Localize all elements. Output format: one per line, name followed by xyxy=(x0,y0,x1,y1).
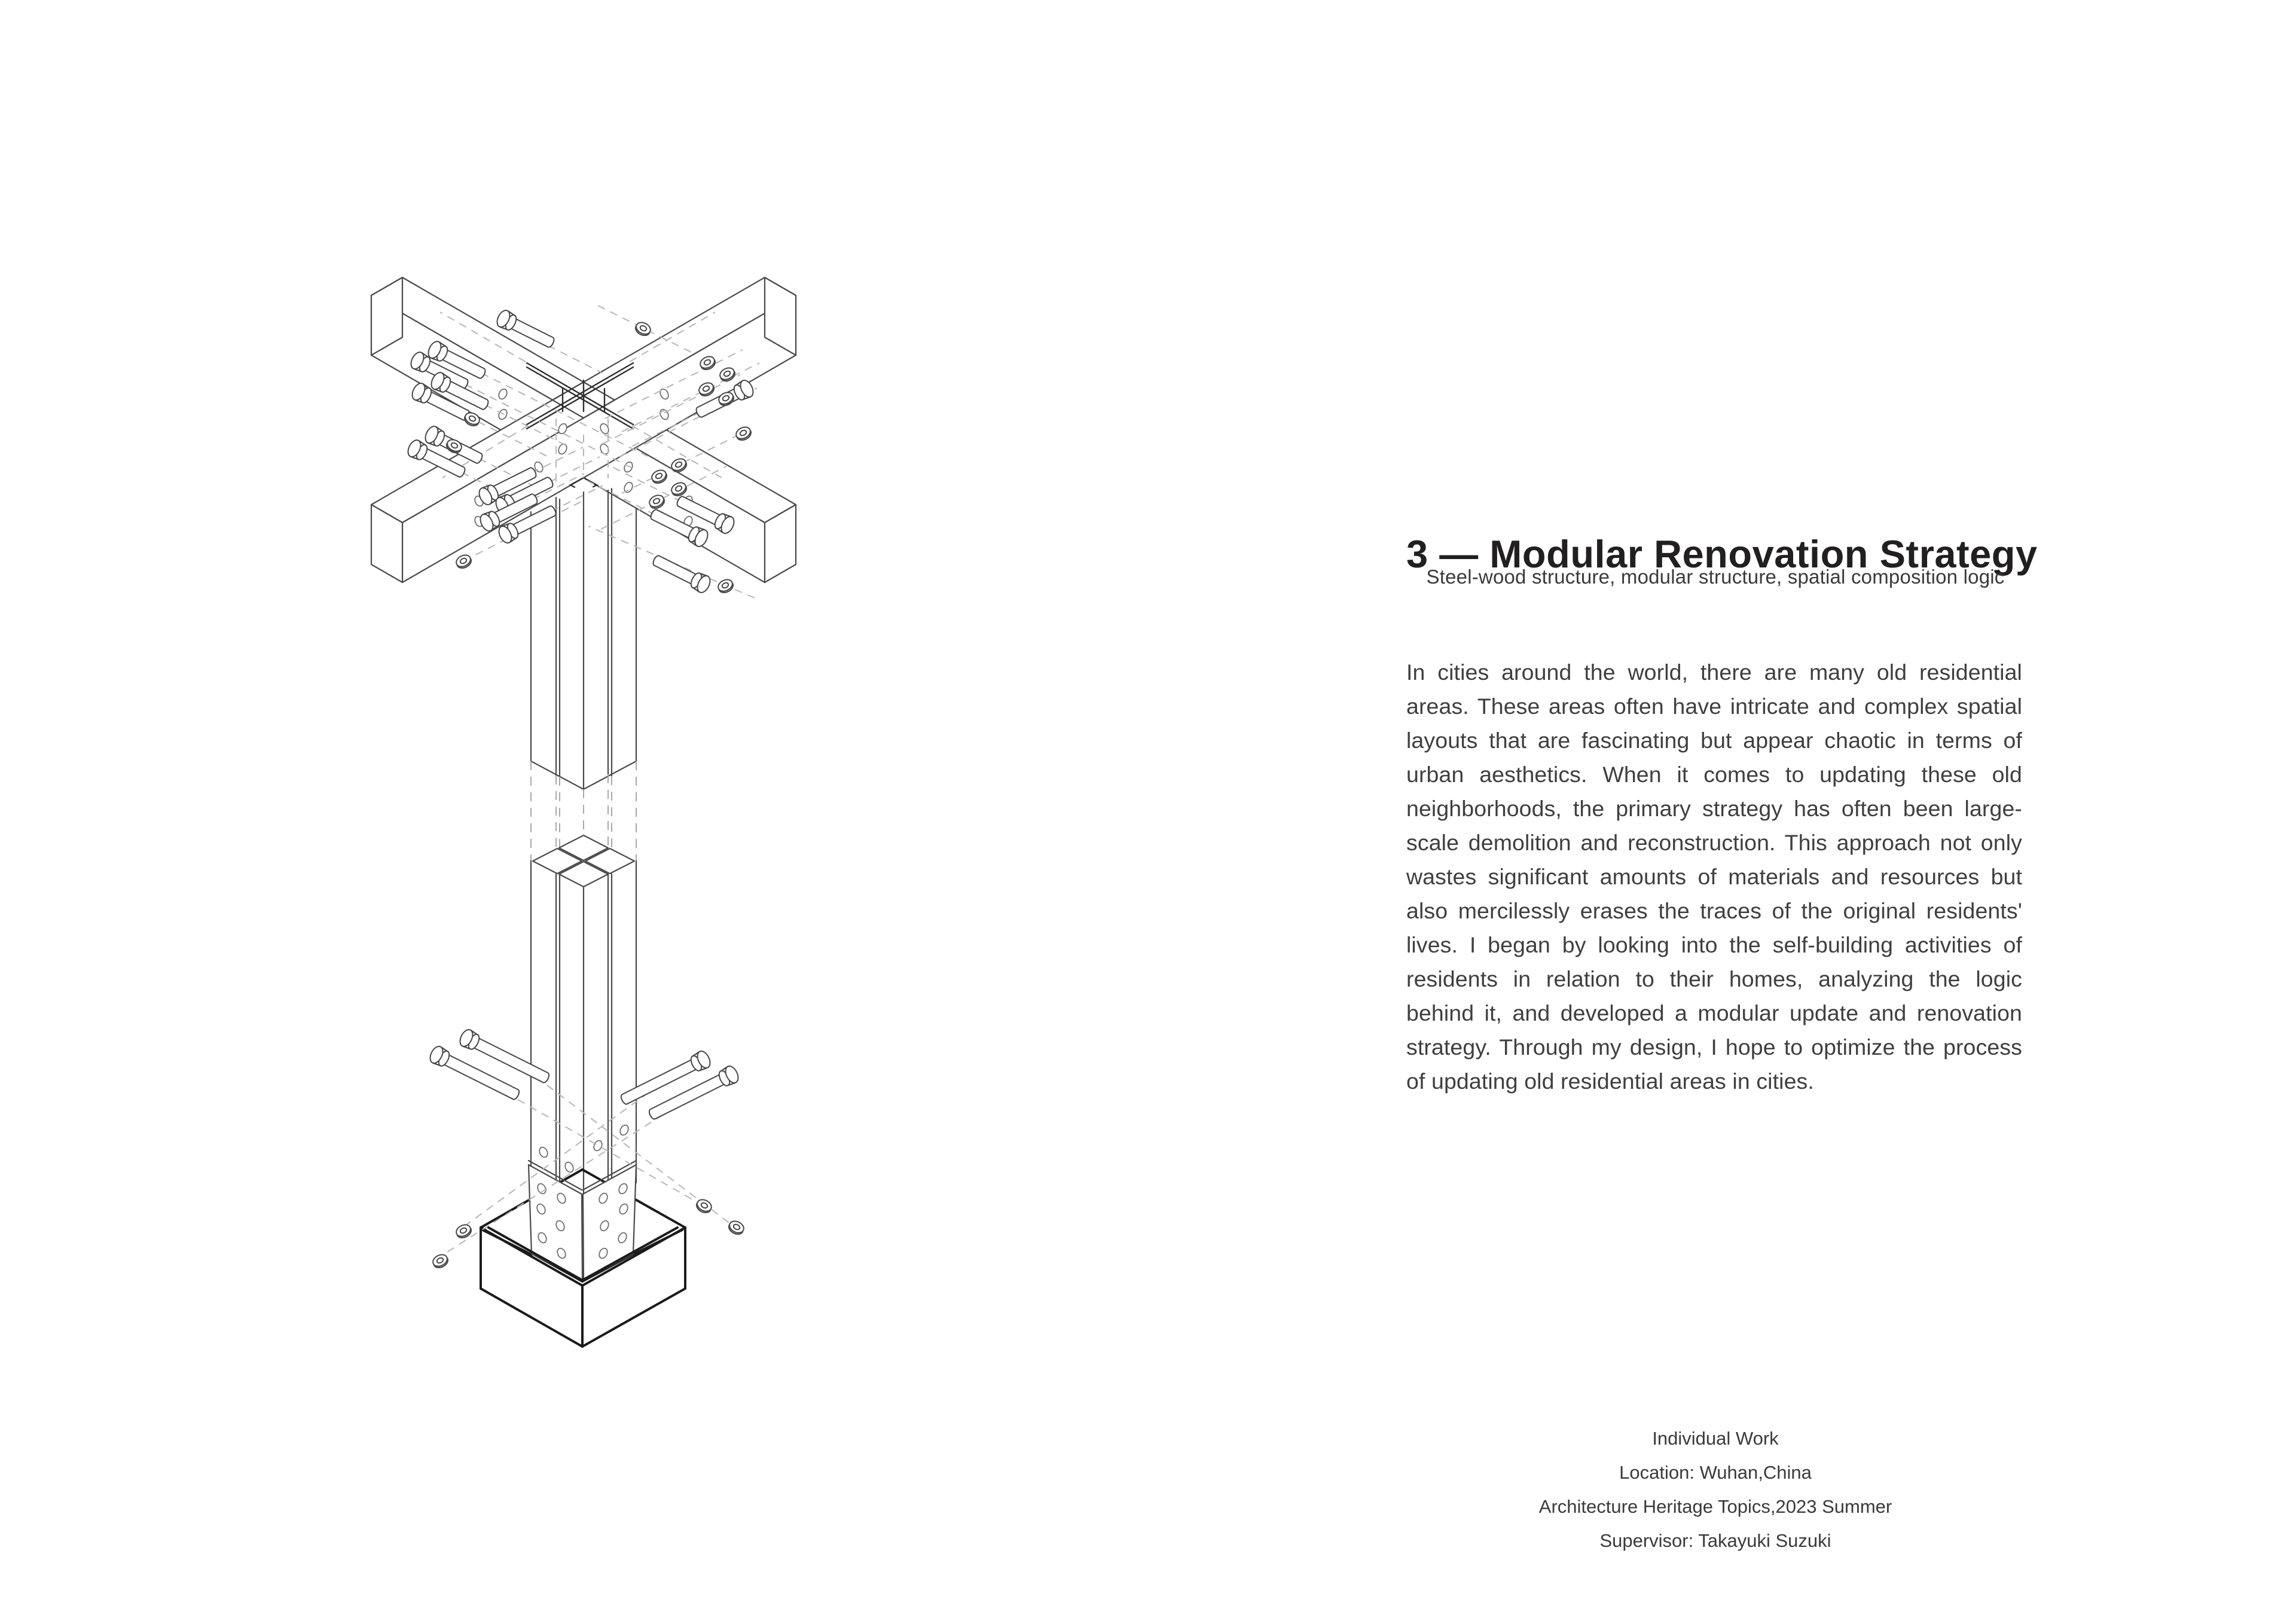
nut xyxy=(726,1218,747,1237)
nut xyxy=(430,1251,451,1271)
nut xyxy=(633,319,654,338)
footing-box xyxy=(480,1226,686,1348)
nut xyxy=(715,576,736,596)
nut xyxy=(694,1196,715,1216)
column-lower-segment xyxy=(530,834,637,1215)
bolt xyxy=(649,551,713,596)
steel-cross-plate xyxy=(526,362,634,430)
credit-work-type: Individual Work xyxy=(1652,1428,1779,1449)
credit-location: Location: Wuhan,China xyxy=(1619,1462,1812,1483)
credit-course: Architecture Heritage Topics,2023 Summer xyxy=(1538,1496,1892,1517)
page-subtitle: Steel-wood structure, modular structure,… xyxy=(1426,566,2005,588)
project-credits: Individual Work Location: Wuhan,China Ar… xyxy=(1406,1421,2025,1558)
page-title: 3 — Modular Renovation Strategy xyxy=(1406,532,2038,576)
credit-supervisor: Supervisor: Takayuki Suzuki xyxy=(1599,1530,1831,1551)
bolt xyxy=(645,1063,741,1124)
nut xyxy=(453,1222,474,1241)
nut xyxy=(733,424,754,443)
project-description: In cities around the world, there are ma… xyxy=(1406,660,2022,1094)
nut xyxy=(453,552,474,571)
column-upper-segment xyxy=(530,483,637,790)
